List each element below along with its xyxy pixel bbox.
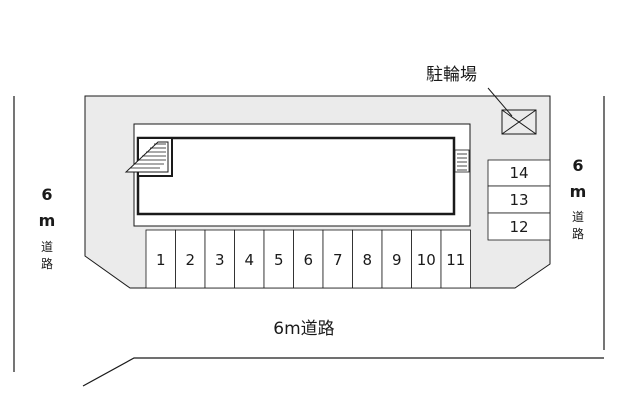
- parking-slot: [145, 229, 176, 289]
- road-label-left: 6 m 道 路: [39, 185, 56, 271]
- parking-slot-number: 1: [156, 251, 166, 269]
- parking-row-bottom: 1 2 3 4 5 6 7 8 9 10 11: [145, 229, 471, 289]
- parking-slot-number: 8: [363, 251, 373, 269]
- svg-text:路: 路: [572, 226, 584, 241]
- parking-slot: [175, 229, 206, 289]
- parking-slot-number: 4: [245, 251, 255, 269]
- parking-slot-number: 14: [509, 164, 528, 182]
- svg-text:6: 6: [41, 185, 52, 204]
- bottom-road-edge: [82, 357, 604, 387]
- parking-slot: [381, 229, 412, 289]
- svg-text:路: 路: [41, 256, 53, 271]
- parking-slot-number: 11: [446, 251, 465, 269]
- bicycle-parking-label: 駐輪場: [426, 65, 477, 85]
- parking-slot: [204, 229, 235, 289]
- svg-text:6: 6: [572, 156, 583, 175]
- parking-slot-number: 2: [186, 251, 196, 269]
- parking-column-right: 14 13 12: [487, 159, 551, 241]
- parking-slot-number: 5: [274, 251, 284, 269]
- svg-text:道: 道: [572, 210, 584, 224]
- parking-slot: [487, 185, 551, 214]
- bicycle-parking-leader: [487, 87, 513, 117]
- svg-text:m: m: [570, 182, 587, 201]
- svg-text:道: 道: [41, 240, 53, 254]
- parking-slot-number: 6: [304, 251, 314, 269]
- parking-slot-number: 12: [509, 218, 528, 236]
- parking-slot: [487, 159, 551, 187]
- parking-slot: [440, 229, 471, 289]
- building: [136, 136, 456, 216]
- parking-slot: [322, 229, 353, 289]
- parking-slot: [411, 229, 442, 289]
- svg-text:m: m: [39, 211, 56, 230]
- parking-slot-number: 7: [333, 251, 343, 269]
- bicycle-parking-area: [501, 109, 537, 135]
- left-staircase: [124, 141, 169, 173]
- parking-slot-number: 13: [509, 191, 528, 209]
- parking-slot-number: 3: [215, 251, 225, 269]
- parking-slot: [487, 212, 551, 241]
- parking-slot: [234, 229, 265, 289]
- parking-slot: [263, 229, 294, 289]
- right-staircase: [454, 149, 470, 173]
- parking-slot-number: 10: [417, 251, 436, 269]
- parking-slot-number: 9: [392, 251, 402, 269]
- road-label-right: 6 m 道 路: [570, 156, 587, 241]
- road-label-bottom: 6m道路: [273, 319, 334, 339]
